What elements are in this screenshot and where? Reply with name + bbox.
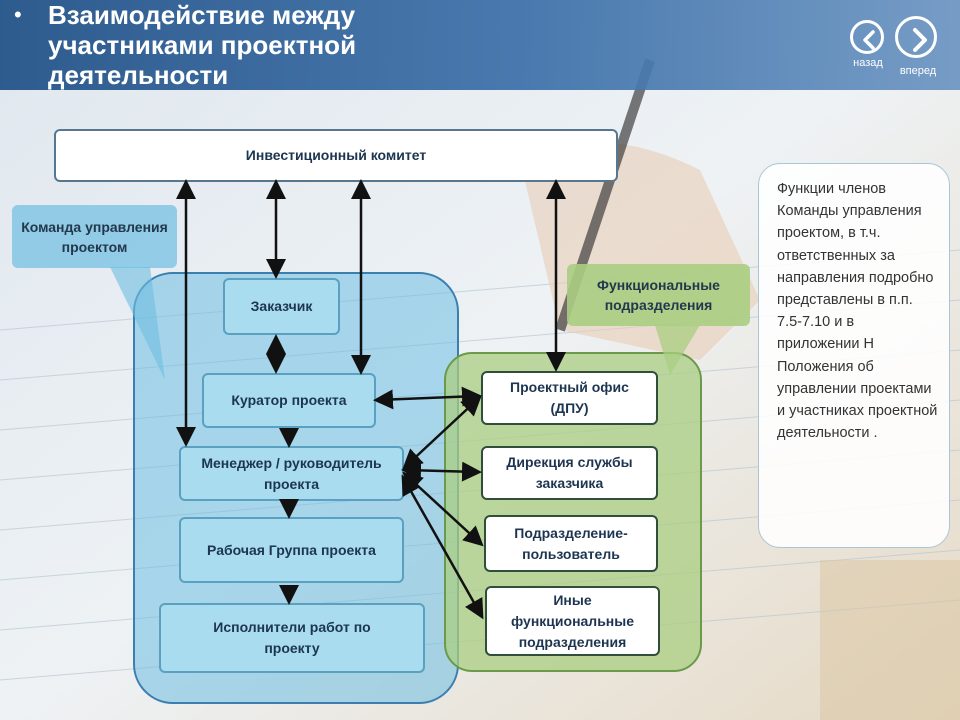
back-button[interactable] <box>850 20 884 54</box>
curator-box: Куратор проекта <box>202 373 376 428</box>
other-divisions-box: Иные функциональные подразделения <box>485 586 660 656</box>
investment-committee-box: Инвестиционный комитет <box>54 129 618 182</box>
arrow-manager-user-division <box>402 471 484 547</box>
forward-button[interactable] <box>895 16 937 58</box>
team-callout: Команда управления проектом <box>12 205 177 268</box>
arrow-manager-pmo <box>402 395 482 470</box>
user-division-box: Подразделение-пользователь <box>484 515 658 572</box>
directorate-box: Дирекция службы заказчика <box>481 446 658 500</box>
forward-label: вперед <box>899 65 937 77</box>
project-office-box: Проектный офис (ДПУ) <box>481 371 658 425</box>
chevron-left-icon <box>863 30 875 50</box>
title-bullet: • <box>14 2 22 27</box>
arrow-manager-directorate <box>401 460 482 482</box>
chevron-right-icon <box>913 28 927 52</box>
functions-note: Функции членов Команды управления проект… <box>758 163 950 548</box>
executors-box: Исполнители работ по проекту <box>159 603 425 673</box>
title-band <box>0 0 960 90</box>
arrow-curator-pmo <box>373 386 482 410</box>
arrow-manager-other-divisions <box>401 474 484 620</box>
functional-callout: Функциональные подразделения <box>567 264 750 326</box>
customer-box: Заказчик <box>223 278 340 335</box>
back-label: назад <box>853 57 883 69</box>
page-title: Взаимодействие между участниками проектн… <box>48 0 357 90</box>
